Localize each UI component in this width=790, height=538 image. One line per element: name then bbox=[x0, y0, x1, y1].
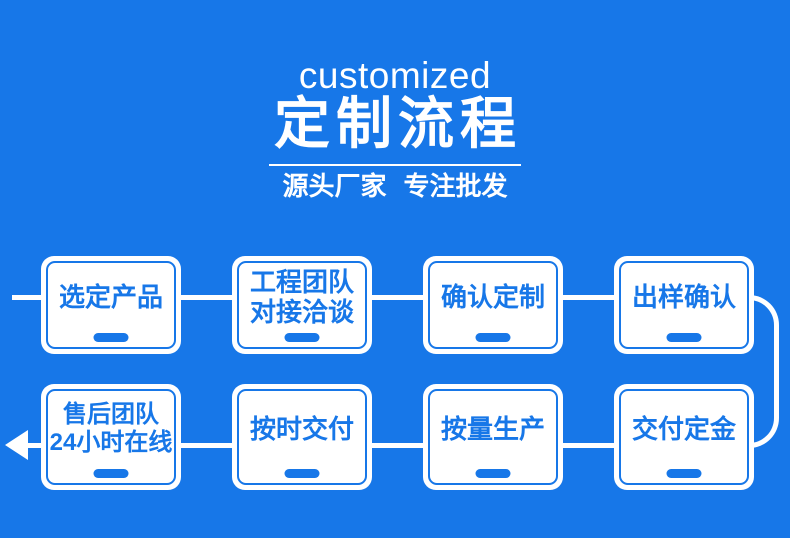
step-border bbox=[428, 389, 558, 485]
step-label: 按量生产 bbox=[426, 396, 560, 462]
step-label-line: 售后团队 bbox=[63, 401, 159, 429]
step-label-line: 出样确认 bbox=[631, 281, 736, 312]
step-label: 交付定金 bbox=[617, 396, 751, 462]
step-after-sales-team-online: 售后团队 24小时在线 bbox=[41, 384, 181, 490]
step-label-line: 按时交付 bbox=[249, 413, 354, 444]
step-border bbox=[237, 261, 367, 349]
step-label: 按时交付 bbox=[235, 396, 369, 462]
step-underline-dash bbox=[475, 469, 511, 478]
page-title: 定制流程 bbox=[274, 92, 522, 155]
step-sample-confirmation: 出样确认 bbox=[614, 256, 754, 354]
step-label-line: 工程团队 bbox=[249, 266, 354, 297]
step-label: 确认定制 bbox=[426, 268, 560, 326]
subtitle-left: 源头厂家 bbox=[282, 171, 387, 201]
step-label-line: 选定产品 bbox=[58, 281, 163, 312]
step-border bbox=[46, 261, 176, 349]
step-on-time-delivery: 按时交付 bbox=[232, 384, 372, 490]
step-border bbox=[46, 389, 176, 485]
step-label-line: 按量生产 bbox=[440, 413, 545, 444]
step-pay-deposit: 交付定金 bbox=[614, 384, 754, 490]
step-underline-dash bbox=[666, 469, 702, 478]
step-border bbox=[619, 389, 749, 485]
step-border bbox=[428, 261, 558, 349]
eyebrow-text: customized bbox=[298, 55, 492, 96]
step-underline-dash bbox=[284, 333, 320, 342]
step-label-line: 交付定金 bbox=[631, 413, 736, 444]
flow-connector-bottom-row bbox=[24, 443, 750, 448]
step-underline-dash bbox=[475, 333, 511, 342]
flow-connector-top-row bbox=[12, 295, 750, 300]
step-select-product: 选定产品 bbox=[41, 256, 181, 354]
subtitle: 源头厂家 专注批发 bbox=[0, 171, 790, 202]
arrow-left-icon bbox=[5, 430, 28, 460]
title-divider bbox=[269, 164, 521, 166]
step-label: 售后团队 24小时在线 bbox=[44, 396, 178, 462]
step-label-line: 确认定制 bbox=[440, 281, 545, 312]
step-label: 工程团队 对接洽谈 bbox=[235, 266, 369, 327]
step-label: 选定产品 bbox=[44, 268, 178, 326]
step-production-by-quantity: 按量生产 bbox=[423, 384, 563, 490]
step-confirm-customization: 确认定制 bbox=[423, 256, 563, 354]
step-engineering-team-negotiation: 工程团队 对接洽谈 bbox=[232, 256, 372, 354]
step-border bbox=[237, 389, 367, 485]
step-underline-dash bbox=[284, 469, 320, 478]
step-underline-dash bbox=[666, 333, 702, 342]
step-underline-dash bbox=[93, 333, 129, 342]
step-label-line: 对接洽谈 bbox=[249, 297, 354, 327]
step-label: 出样确认 bbox=[617, 268, 751, 326]
step-label-line: 24小时在线 bbox=[49, 429, 173, 456]
step-underline-dash bbox=[93, 469, 129, 478]
subtitle-right: 专注批发 bbox=[403, 171, 508, 201]
step-border bbox=[619, 261, 749, 349]
